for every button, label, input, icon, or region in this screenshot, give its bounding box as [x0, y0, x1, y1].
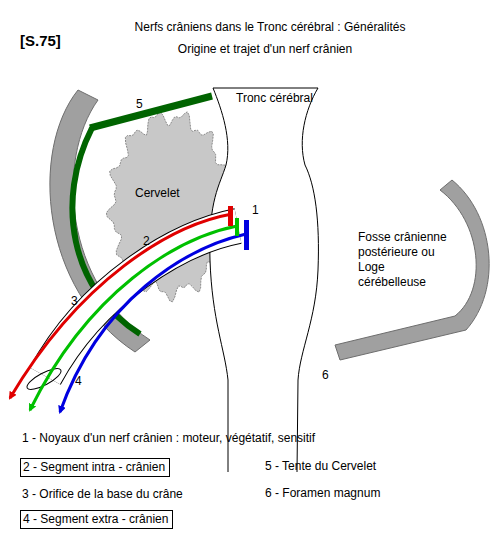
sheet-number: [S.75]: [20, 33, 61, 48]
tentorium-band: [90, 96, 212, 128]
key-entry: 1 - Noyaux d'un nerf crânien : moteur, v…: [22, 431, 315, 446]
callout-number: 4: [75, 374, 82, 389]
brainstem-outline: [210, 88, 228, 472]
motor-fiber: [10, 214, 232, 398]
diagram-title: Nerfs crâniens dans le Tronc cérébral : …: [100, 20, 440, 35]
node-text: Cervelet: [135, 186, 180, 201]
brainstem-outline: [297, 88, 318, 472]
nerve-sheath-outline: [45, 226, 238, 376]
tentorium-lining: [72, 128, 140, 334]
callout-number: 1: [252, 203, 259, 218]
boxed-key-entry: 4 - Segment extra - crânien: [20, 510, 173, 529]
skull-orifice: [24, 365, 63, 393]
cerebellum-outline: [107, 112, 232, 302]
vegetative-nucleus: [235, 218, 239, 236]
callout-number: 6: [322, 368, 329, 383]
brainstem-shape: [200, 85, 325, 475]
nerve-sheath: [45, 226, 238, 376]
boxed-key-entry: 2 - Segment intra - crânien: [20, 458, 170, 477]
sensory-nucleus: [244, 220, 249, 250]
key-entry: 3 - Orifice de la base du crâne: [22, 487, 183, 502]
brainstem: Tronc cérébral: [200, 85, 325, 475]
node-text: Tronc cérébral: [236, 91, 313, 106]
region-label: Fosse crânienne postérieure ou Loge céré…: [358, 230, 453, 290]
node-text: 2 - Segment intra - crânien: [23, 460, 165, 475]
vegetative-fiber: [30, 226, 237, 410]
key-entry: 6 - Foramen magnum: [265, 486, 380, 501]
skull-right-wall: [335, 180, 489, 360]
callout-number: 2: [143, 234, 150, 249]
key-entry: 5 - Tente du Cervelet: [265, 459, 376, 474]
node-text: 4 - Segment extra - crânien: [23, 512, 168, 527]
brainstem-fill: [210, 88, 319, 472]
callout-number: 3: [71, 294, 78, 309]
brainstem-outline: [213, 88, 318, 89]
sensory-fiber: [60, 234, 246, 412]
motor-nucleus: [228, 206, 233, 226]
callout-number: 5: [136, 97, 143, 112]
subtitle: Origine et trajet d'un nerf crânien: [100, 42, 430, 57]
